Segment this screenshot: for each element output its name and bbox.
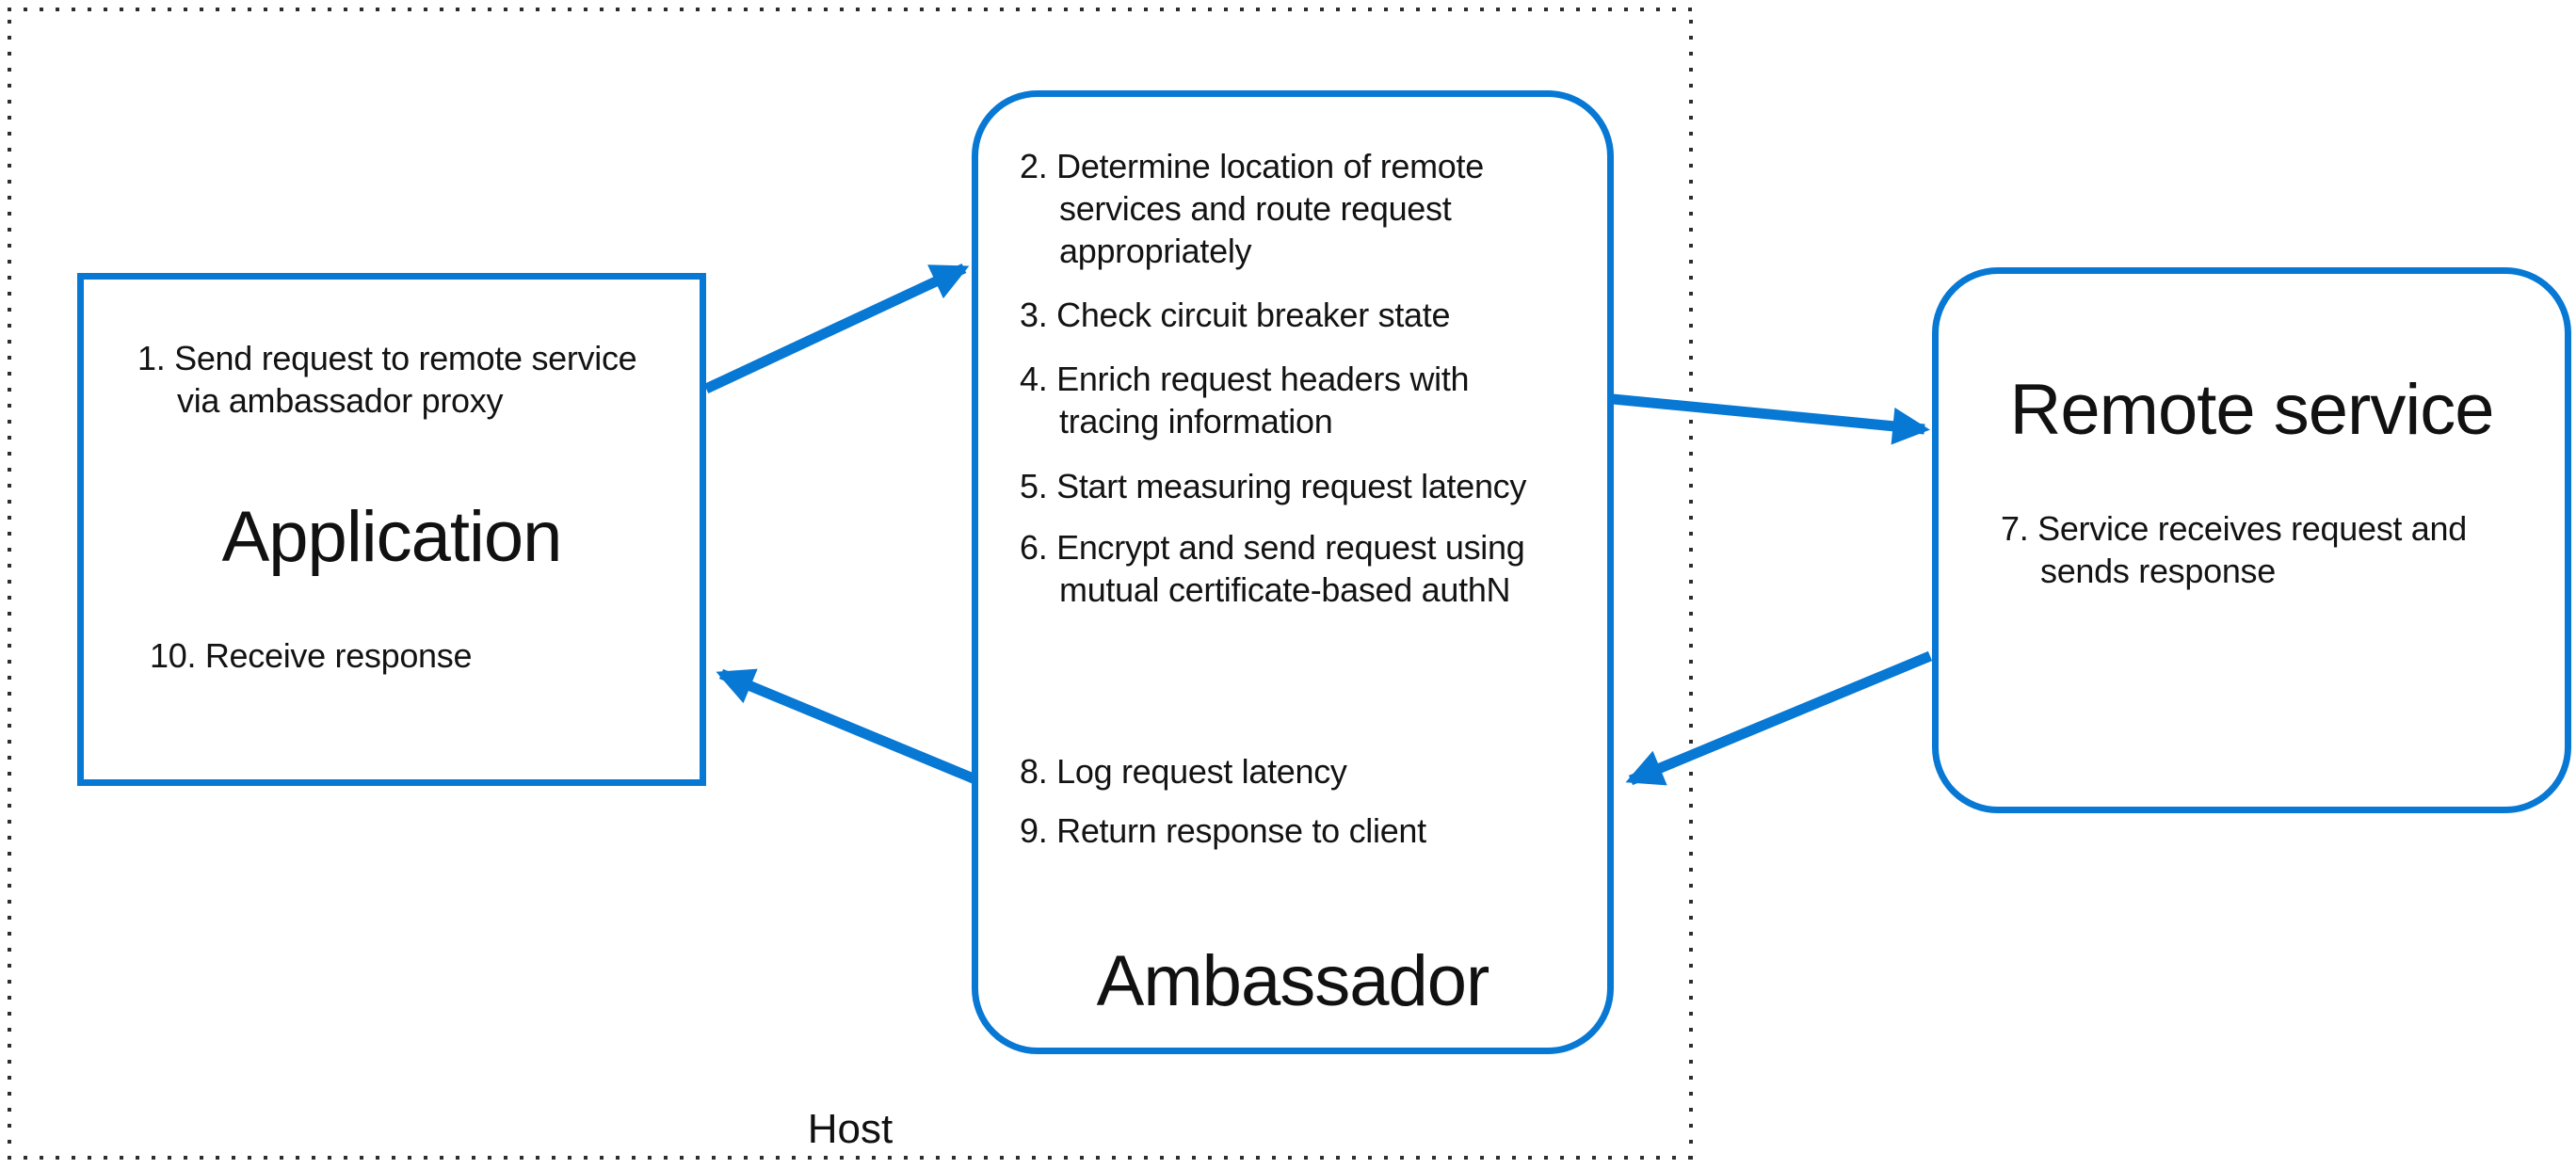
application-step-10: 10. Receive response [150,634,473,677]
remote-service-box: Remote service 7. Service receives reque… [1932,267,2571,813]
ambassador-box: 2. Determine location of remote services… [972,90,1614,1054]
step-line: 6. Encrypt and send request using [1020,528,1525,567]
remote-service-step-7: 7. Service receives request and sends re… [2001,507,2467,592]
step-line: services and route request [1059,189,1452,228]
step-line: 8. Log request latency [1020,752,1347,791]
step-line: 9. Return response to client [1020,811,1426,850]
step-line: 2. Determine location of remote [1020,147,1484,185]
ambassador-step-2: 2. Determine location of remote services… [1020,145,1484,272]
step-line: sends response [2040,552,2276,590]
step-line: 3. Check circuit breaker state [1020,296,1451,334]
step-line: 1. Send request to remote service [137,339,637,377]
ambassador-step-3: 3. Check circuit breaker state [1020,294,1451,336]
ambassador-step-6: 6. Encrypt and send request using mutual… [1020,526,1525,611]
ambassador-step-5: 5. Start measuring request latency [1020,465,1526,507]
ambassador-title: Ambassador [1096,941,1490,1021]
ambassador-step-9: 9. Return response to client [1020,809,1426,852]
step-line: appropriately [1059,232,1252,270]
application-step-1: 1. Send request to remote service via am… [137,337,637,422]
ambassador-step-8: 8. Log request latency [1020,750,1347,793]
step-line: 7. Service receives request and [2001,509,2467,548]
host-label: Host [807,1106,894,1152]
step-line: tracing information [1059,402,1333,440]
application-title: Application [221,497,563,577]
step-line: 10. Receive response [150,636,473,675]
ambassador-step-4: 4. Enrich request headers with tracing i… [1020,358,1470,442]
application-box: 1. Send request to remote service via am… [77,273,706,786]
step-line: mutual certificate-based authN [1059,570,1511,609]
step-line: via ambassador proxy [177,381,504,420]
step-line: 5. Start measuring request latency [1020,467,1527,505]
remote-service-title: Remote service [2009,370,2495,450]
step-line: 4. Enrich request headers with [1020,360,1470,398]
